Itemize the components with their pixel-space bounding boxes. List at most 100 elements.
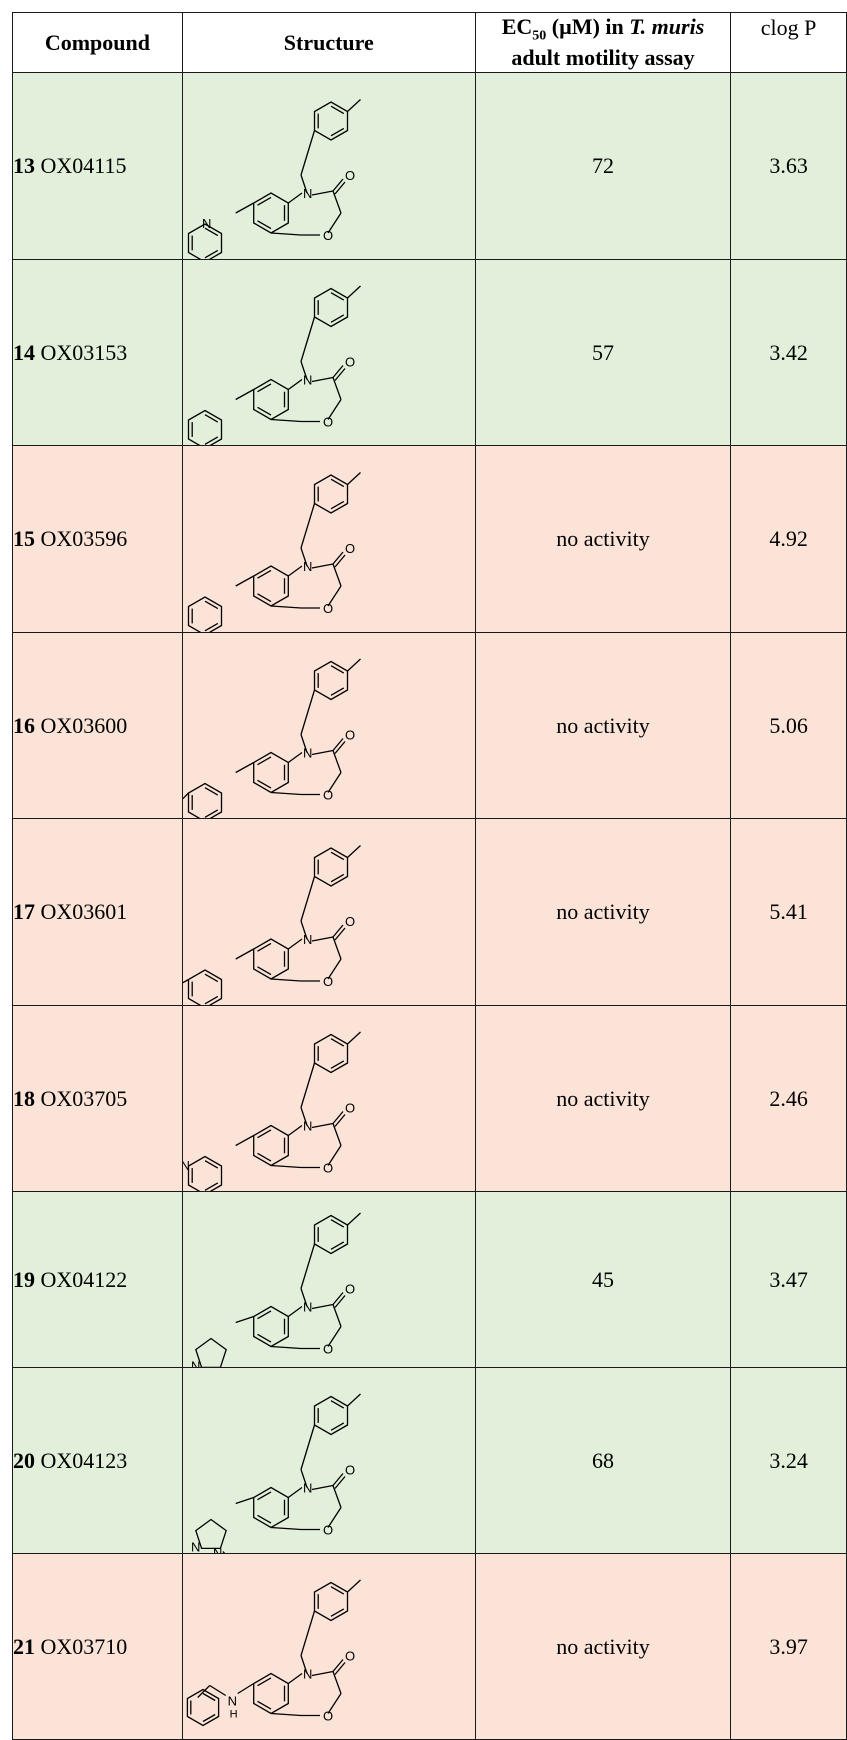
atom-label: O <box>345 1463 355 1478</box>
compound-code: OX04122 <box>40 1266 128 1292</box>
ring-bond <box>311 936 333 942</box>
atom-label: O <box>345 168 355 183</box>
ring-bond <box>327 585 342 607</box>
methyl-bond <box>346 285 361 299</box>
compound-number: 15 <box>13 526 35 551</box>
double-bond <box>256 593 272 603</box>
benzo-ring <box>252 192 289 234</box>
ch2-bond <box>197 1685 210 1698</box>
double-bond <box>256 1514 272 1524</box>
carbonyl-bond <box>332 738 344 751</box>
atom-label: S <box>213 1365 222 1368</box>
atom-label: O <box>345 541 355 556</box>
ring-bond <box>270 605 301 609</box>
double-bond <box>256 1129 272 1139</box>
ch2-bond <box>300 1610 315 1656</box>
compound-cell: 19 OX04122 <box>12 1191 183 1368</box>
benzo-ring <box>252 1124 289 1167</box>
double-bond <box>330 1038 344 1047</box>
atom-label: O <box>323 974 333 989</box>
ring-bond <box>327 1693 342 1714</box>
ec50-cell: 68 <box>474 1367 732 1554</box>
header-ec50: EC50 (µM) in T. muris adult motility ass… <box>474 12 732 73</box>
ring-bond <box>270 232 301 236</box>
atom-label: N <box>303 932 312 947</box>
n-ch2-bond <box>300 734 308 753</box>
heteroaryl-ring <box>194 1518 227 1550</box>
ring-bond <box>311 749 333 756</box>
compound-code: OX03153 <box>40 339 128 365</box>
ch2-bond <box>300 876 315 922</box>
double-bond <box>204 787 218 796</box>
double-bond <box>204 809 218 818</box>
double-bond <box>256 196 272 206</box>
compound-cell: 13 OX04115 <box>12 72 183 260</box>
double-bond <box>204 227 218 237</box>
atom-label: O <box>323 1523 333 1538</box>
double-bond <box>330 1241 344 1250</box>
ch2-bond <box>300 1062 315 1108</box>
compound-code: OX03710 <box>40 1633 128 1659</box>
atom-label: N <box>303 373 312 388</box>
ch2-bond <box>300 1424 315 1470</box>
double-bond <box>330 1060 344 1069</box>
ch2-bond <box>300 503 315 549</box>
n-ch2-bond <box>300 547 308 567</box>
heteroaryl-ring <box>194 1337 227 1367</box>
carbonyl-bond <box>334 927 346 941</box>
atom-label: H <box>229 1709 237 1721</box>
structure-drawing: NOONS <box>191 1212 361 1368</box>
carbonyl-bond <box>332 551 344 565</box>
methyl-bond <box>346 658 361 672</box>
ec50-cell: no activity <box>474 445 732 633</box>
ring-bond <box>332 1304 342 1327</box>
methyl-bond <box>346 1212 361 1226</box>
ch2-bond <box>300 316 315 362</box>
double-bond <box>204 600 218 610</box>
structure-cell: NOONS <box>181 1191 476 1368</box>
clogp-cell: 3.63 <box>730 72 847 260</box>
header-row: Compound Structure EC50 (µM) in T. muris… <box>12 12 847 73</box>
compound-code: OX03705 <box>40 1085 128 1111</box>
double-bond <box>204 414 218 423</box>
atom-label: O <box>323 1161 333 1176</box>
atom-label: O <box>345 1101 355 1116</box>
ring-bond <box>287 1672 303 1685</box>
ec50-cell: no activity <box>474 632 732 819</box>
clogp-cell: 5.41 <box>730 818 847 1006</box>
double-bond <box>330 105 344 115</box>
atom-label: O <box>323 1709 333 1724</box>
carbonyl-bond <box>332 1111 344 1124</box>
ring-bond <box>287 1305 303 1318</box>
double-bond <box>330 1422 344 1431</box>
aryl-ring <box>187 782 222 818</box>
compound-number: 14 <box>13 339 35 365</box>
aryl-bond <box>235 388 254 401</box>
compound-number: 13 <box>13 153 35 178</box>
aryl-bond <box>235 1134 254 1147</box>
double-bond <box>204 1160 218 1169</box>
double-bond <box>330 1219 344 1228</box>
double-bond <box>256 1700 272 1710</box>
atom-label: O <box>323 415 333 430</box>
header-ec50-line2: adult motility assay <box>511 45 695 71</box>
double-bond <box>256 1677 272 1687</box>
structure-drawing: NOOF <box>182 658 361 818</box>
carbonyl-bond <box>334 1114 346 1127</box>
double-bond <box>330 873 344 883</box>
double-bond <box>330 292 344 301</box>
double-bond <box>330 1608 344 1617</box>
atom-label: O <box>323 788 333 803</box>
n-ch2-bond <box>300 1288 308 1307</box>
carbonyl-bond <box>334 368 346 381</box>
double-bond <box>202 1713 216 1723</box>
table-row: 19 OX04122NOONS453.47 <box>12 1191 847 1368</box>
n-ch2-bond <box>300 1469 308 1488</box>
header-ec50-mid: (µM) in <box>546 13 630 39</box>
